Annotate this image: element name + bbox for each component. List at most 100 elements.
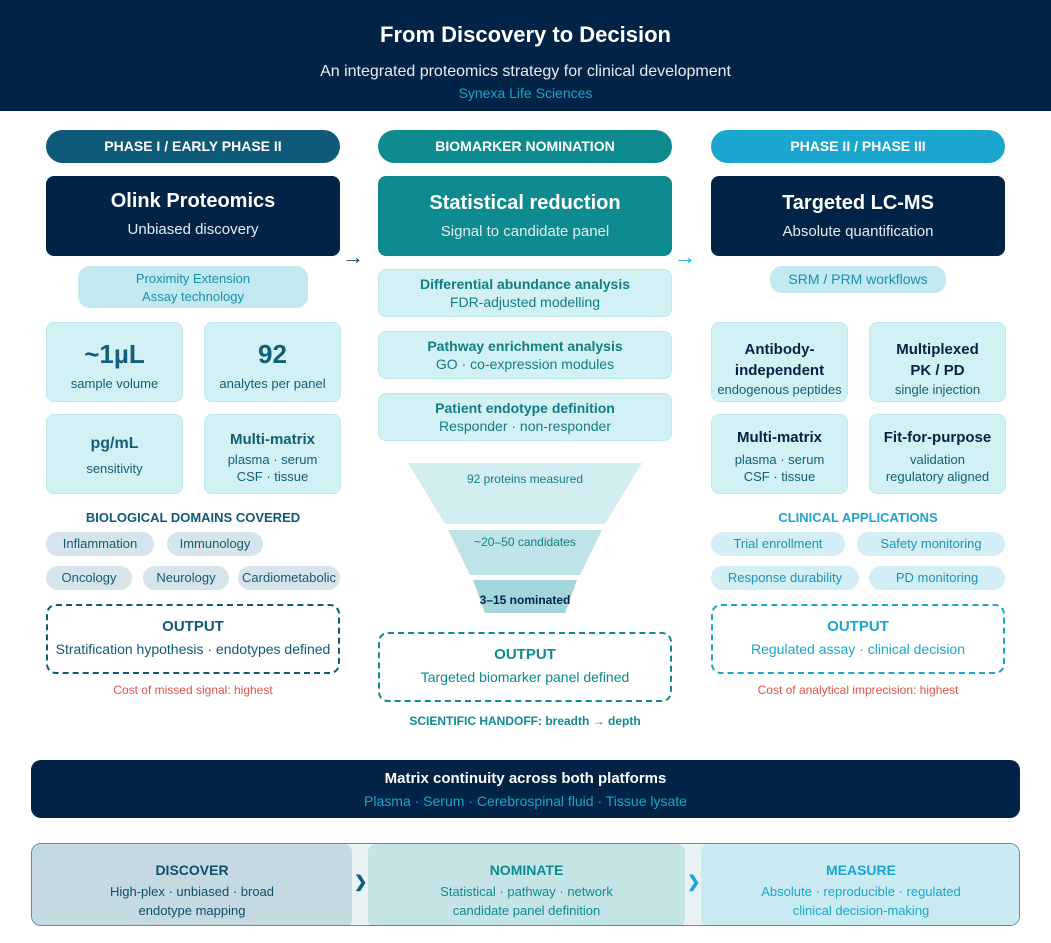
funnel-tier-3 xyxy=(473,580,577,613)
stat-value: Multi-matrix xyxy=(229,431,315,448)
application-chip: Safety monitoring xyxy=(857,532,1005,556)
method-title: Pathway enrichment analysis xyxy=(427,338,623,354)
method-box: Differential abundance analysis FDR-adju… xyxy=(378,269,672,317)
flow-step-title: MEASURE xyxy=(825,862,896,878)
phase2-cost-note: Cost of analytical imprecision: highest xyxy=(757,683,959,697)
funnel-tier-1 xyxy=(408,463,642,524)
nomination-pill: BIOMARKER NOMINATION xyxy=(378,130,672,163)
band-matrices: Plasma · Serum · Cerebrospinal fluid · T… xyxy=(364,793,687,809)
phase2-output-box: OUTPUT Regulated assay · clinical decisi… xyxy=(711,604,1005,674)
phase2-hero: Targeted LC-MS Absolute quantification xyxy=(711,176,1005,256)
stat-card-multiplexed: Multiplexed PK / PD single injection xyxy=(869,322,1006,402)
domain-chip: Immunology xyxy=(167,532,263,556)
output-text: Regulated assay · clinical decision xyxy=(751,641,965,657)
flow-step-text: Absolute · reproducible · regulated xyxy=(761,884,961,899)
stat-card-multi-matrix: Multi-matrix plasma · serum CSF · tissue xyxy=(204,414,341,494)
domains-section-title: BIOLOGICAL DOMAINS COVERED xyxy=(85,510,301,525)
application-chip: PD monitoring xyxy=(869,566,1005,590)
output-text: Stratification hypothesis · endotypes de… xyxy=(55,641,331,657)
domain-chip: Oncology xyxy=(46,566,132,590)
funnel-label: 3–15 nominated xyxy=(479,593,571,607)
output-title: OUTPUT xyxy=(827,618,889,635)
stat-label: sample volume xyxy=(70,376,159,391)
stat-value: Multi-matrix xyxy=(736,429,822,446)
phase1-pill: PHASE I / EARLY PHASE II xyxy=(46,130,340,163)
nomination-hero: Statistical reduction Signal to candidat… xyxy=(378,176,672,256)
flow-step-text: clinical decision-making xyxy=(792,903,930,918)
domain-chip: Cardiometabolic xyxy=(238,566,340,590)
stat-card-sample-volume: ~1µL sample volume xyxy=(46,322,183,402)
stat-value: independent xyxy=(734,362,825,379)
stat-label: plasma · serum xyxy=(734,452,825,467)
flow-step-title: NOMINATE xyxy=(489,862,564,878)
output-title: OUTPUT xyxy=(162,618,224,635)
nomination-hero-title: Statistical reduction xyxy=(429,192,621,214)
phase1-hero-title: Olink Proteomics xyxy=(110,190,276,212)
nomination-output-box: OUTPUT Targeted biomarker panel defined xyxy=(378,632,672,702)
method-subtitle: Responder · non-responder xyxy=(439,418,611,434)
arrow-right-icon: → xyxy=(674,244,696,269)
stat-value: Multiplexed xyxy=(896,341,979,358)
page-subtitle: An integrated proteomics strategy for cl… xyxy=(320,63,731,80)
matrix-continuity-band: Matrix continuity across both platforms … xyxy=(31,760,1020,818)
method-title: Patient endotype definition xyxy=(435,400,615,416)
funnel-label: ~20–50 candidates xyxy=(474,535,576,549)
phase1-output-box: OUTPUT Stratification hypothesis · endot… xyxy=(46,604,340,674)
flow-step-text: endotype mapping xyxy=(138,903,246,918)
output-text: Targeted biomarker panel defined xyxy=(420,669,630,685)
handoff-note: SCIENTIFIC HANDOFF: breadth → depth xyxy=(409,714,641,728)
domain-chip: Inflammation xyxy=(46,532,154,556)
stat-card-multi-matrix: Multi-matrix plasma · serum CSF · tissue xyxy=(711,414,848,494)
funnel-tier-2 xyxy=(448,530,602,575)
stat-label: validation xyxy=(910,452,965,467)
phase2-hero-subtitle: Absolute quantification xyxy=(782,223,934,240)
flow-step-title: DISCOVER xyxy=(155,862,229,878)
flow-step-text: candidate panel definition xyxy=(452,903,601,918)
phase2-pill: PHASE II / PHASE III xyxy=(711,130,1005,163)
phase2-hero-title: Targeted LC-MS xyxy=(782,192,934,214)
stat-card-antibody-independent: Antibody- independent endogenous peptide… xyxy=(711,322,848,402)
funnel-label: 92 proteins measured xyxy=(466,472,584,486)
application-chip: Trial enrollment xyxy=(711,532,845,556)
phase2-workflow-tag: SRM / PRM workflows xyxy=(770,266,946,293)
page-title: From Discovery to Decision xyxy=(380,22,671,47)
stat-label: CSF · tissue xyxy=(743,469,816,484)
method-subtitle: FDR-adjusted modelling xyxy=(449,294,601,310)
organization-name: Synexa Life Sciences xyxy=(458,85,593,101)
flow-step-text: Statistical · pathway · network xyxy=(440,884,613,899)
stat-label: CSF · tissue xyxy=(236,469,309,484)
flow-step-measure: MEASURE Absolute · reproducible · regula… xyxy=(701,844,1019,925)
stat-label: endogenous peptides xyxy=(717,382,842,397)
tag-line: Assay technology xyxy=(142,289,244,304)
stat-value: Antibody- xyxy=(744,341,815,358)
domain-chip: Neurology xyxy=(143,566,229,590)
stat-label: single injection xyxy=(894,382,981,397)
stat-card-fit-for-purpose: Fit-for-purpose validation regulatory al… xyxy=(869,414,1006,494)
method-box: Pathway enrichment analysis GO · co-expr… xyxy=(378,331,672,379)
method-title: Differential abundance analysis xyxy=(419,276,631,292)
phase1-cost-note: Cost of missed signal: highest xyxy=(113,683,273,697)
stat-card-analytes: 92 analytes per panel xyxy=(204,322,341,402)
stat-label: plasma · serum xyxy=(227,452,318,467)
flow-step-text: High-plex · unbiased · broad xyxy=(109,884,275,899)
chevron-right-icon: ❯ xyxy=(354,874,368,891)
stat-card-sensitivity: pg/mL sensitivity xyxy=(46,414,183,494)
applications-section-title: CLINICAL APPLICATIONS xyxy=(778,510,938,525)
stat-label: sensitivity xyxy=(86,461,143,476)
funnel-diagram xyxy=(408,463,642,613)
flow-step-nominate: NOMINATE Statistical · pathway · network… xyxy=(368,844,685,925)
output-title: OUTPUT xyxy=(494,646,556,663)
nomination-hero-subtitle: Signal to candidate panel xyxy=(440,223,610,240)
stat-value: ~1µL xyxy=(84,339,145,369)
flow-step-discover: DISCOVER High-plex · unbiased · broad en… xyxy=(32,844,352,925)
band-title: Matrix continuity across both platforms xyxy=(384,770,667,787)
phase1-technology-tag: Proximity Extension Assay technology xyxy=(78,266,308,308)
stat-label: analytes per panel xyxy=(219,376,326,391)
chevron-right-icon: ❯ xyxy=(687,874,701,891)
stat-value: PK / PD xyxy=(910,362,965,379)
phase1-hero-subtitle: Unbiased discovery xyxy=(127,221,259,238)
stat-value: pg/mL xyxy=(90,435,139,452)
method-box: Patient endotype definition Responder · … xyxy=(378,393,672,441)
stat-value: Fit-for-purpose xyxy=(883,429,992,446)
header-banner: From Discovery to Decision An integrated… xyxy=(0,0,1051,111)
